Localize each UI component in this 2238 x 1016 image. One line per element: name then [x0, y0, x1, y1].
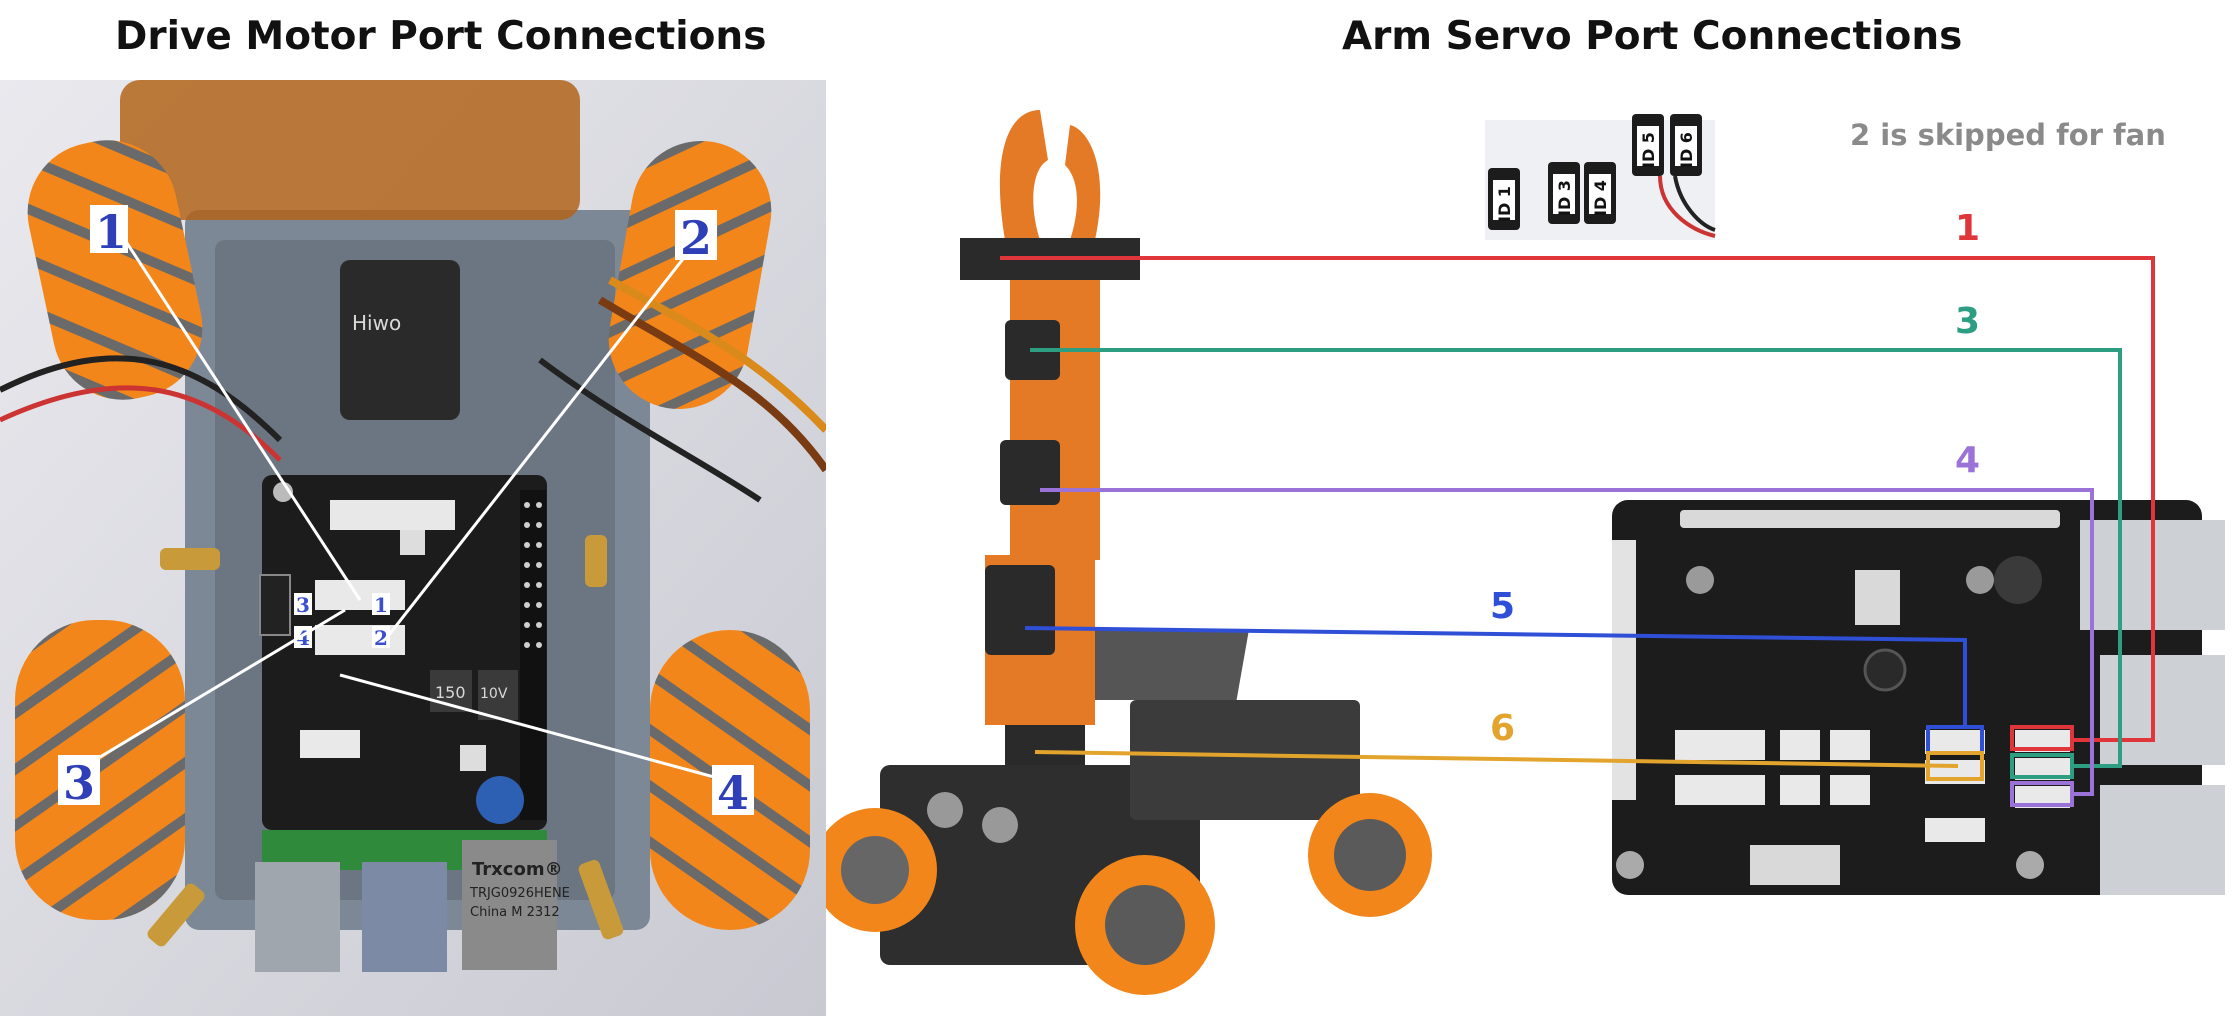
wheel-front-right: [608, 140, 772, 410]
board-port-label-1: 1: [372, 593, 390, 617]
robot-car: [826, 630, 1432, 995]
servo-bracket: [120, 80, 580, 220]
svg-text:1: 1: [95, 205, 127, 259]
usb-port-1: [255, 862, 340, 972]
board-port-label-2: 2: [372, 626, 390, 650]
drive-motor-title: Drive Motor Port Connections: [115, 14, 767, 59]
servo-brand-text: Hiwo: [352, 311, 401, 335]
motor-label-4: 4: [712, 765, 754, 820]
wire-label-3: 3: [1955, 301, 1980, 342]
ethernet-port: [462, 840, 557, 970]
wire-6: [1034, 750, 1959, 768]
svg-text:ID 5: ID 5: [1639, 132, 1658, 168]
fan-skip-note: 2 is skipped for fan: [1850, 118, 2166, 152]
board-switch: [1750, 845, 1840, 885]
motor-label-3: 3: [58, 755, 100, 810]
eth-origin-text: China M 2312: [470, 905, 560, 920]
car-wheel-front-left: [826, 808, 937, 932]
eth-part-text: TRJG0926HENE: [469, 886, 570, 901]
arm-servo-title: Arm Servo Port Connections: [1342, 14, 1963, 59]
servo-wires: [1000, 256, 2155, 796]
wire-5: [1024, 626, 1967, 727]
svg-text:ID 4: ID 4: [1591, 180, 1610, 216]
svg-text:2: 2: [374, 626, 388, 650]
servo-5: [985, 565, 1055, 655]
wire-4: [1040, 488, 2094, 796]
wheel-front-left: [27, 140, 203, 400]
car-wheel-rear-right: [1308, 793, 1432, 917]
top-servo: [340, 260, 460, 420]
wire-3: [1030, 348, 2122, 768]
board-port-label-3: 3: [294, 593, 312, 617]
robot-arm: [960, 110, 1140, 765]
servo-id-5: ID 5: [1632, 114, 1664, 176]
wire-1: [1000, 256, 2155, 742]
svg-text:ID 6: ID 6: [1677, 132, 1696, 168]
board-usb-b: [2100, 785, 2225, 895]
wire-label-4: 4: [1955, 440, 1980, 481]
servo-4: [1000, 440, 1060, 505]
drive-motor-photo: Hiwo 150 10V Trxcom® TRJG0926HENE: [0, 80, 826, 1016]
capacitor-10v: 10V: [478, 670, 518, 720]
buzzer: [476, 776, 524, 824]
car-wheel-front-right: [1075, 855, 1215, 995]
svg-text:4: 4: [717, 766, 749, 820]
svg-text:3: 3: [296, 593, 310, 617]
servo-id-4: ID 4: [1584, 162, 1616, 224]
servo-id-1: ID 1: [1488, 168, 1520, 230]
eth-brand-text: Trxcom®: [472, 859, 563, 880]
svg-text:ID 3: ID 3: [1555, 180, 1574, 216]
wire-label-1: 1: [1955, 208, 1980, 249]
usb-port-2: [362, 862, 447, 972]
svg-text:2: 2: [680, 211, 712, 265]
expansion-board: [1612, 500, 2225, 895]
motor-label-1: 1: [90, 205, 128, 259]
svg-text:150: 150: [435, 683, 466, 702]
svg-text:10V: 10V: [480, 686, 508, 702]
svg-text:3: 3: [63, 756, 95, 810]
servo-id-3: ID 3: [1548, 162, 1580, 224]
servo-6: [1005, 725, 1085, 765]
wire-label-5: 5: [1490, 586, 1515, 627]
board-buzzer: [1994, 556, 2042, 604]
arm-servo-diagram: ID 1 ID 3 ID 4 ID 5 ID 6: [826, 110, 2225, 995]
wire-label-6: 6: [1490, 708, 1515, 749]
servo-id-strip: ID 1 ID 3 ID 4 ID 5 ID 6: [1485, 114, 1716, 240]
svg-text:1: 1: [374, 593, 388, 617]
motor-label-2: 2: [675, 210, 717, 265]
svg-text:ID 1: ID 1: [1495, 186, 1514, 222]
servo-id-6: ID 6: [1670, 114, 1702, 176]
motor-connector-1-3: [315, 580, 405, 610]
